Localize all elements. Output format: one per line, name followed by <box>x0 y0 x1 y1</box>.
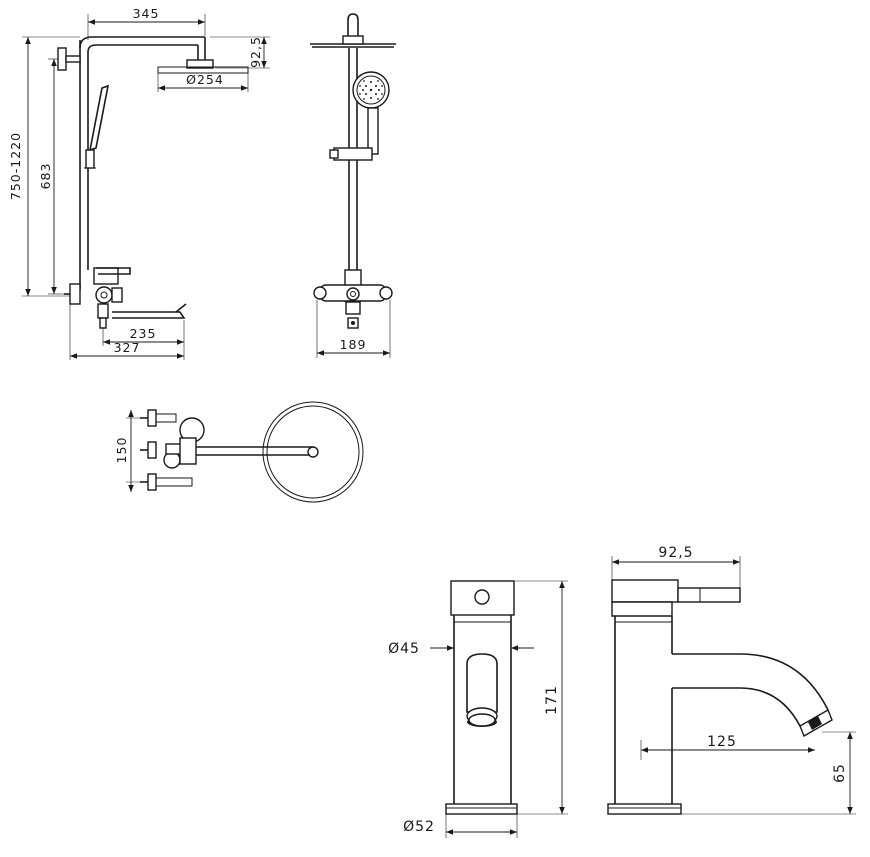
dim-spout-reach-basin: 125 <box>640 734 815 760</box>
dim-base-diameter: Ø52 <box>403 814 518 838</box>
dim-rail-height: 683 <box>38 58 64 295</box>
dim-label-52: Ø52 <box>403 819 435 835</box>
dim-label-125: 125 <box>707 734 737 750</box>
dim-label-345: 345 <box>133 6 160 21</box>
dim-faucet-height: 171 <box>514 580 568 815</box>
dim-label-327: 327 <box>114 340 141 355</box>
basin-faucet-front-view <box>445 580 518 815</box>
dim-shower-arm-width: 345 <box>87 6 206 40</box>
dim-label-92-5-lever: 92,5 <box>658 545 693 561</box>
dim-wall-spacing: 150 <box>114 410 148 492</box>
dim-head-diameter: Ø254 <box>157 72 249 92</box>
dim-label-683: 683 <box>38 163 53 190</box>
shower-front-view <box>310 13 396 329</box>
dim-total-depth: 327 <box>69 304 184 360</box>
dim-front-width: 189 <box>316 300 391 358</box>
dim-label-65: 65 <box>832 763 848 783</box>
dim-lever-length: 92,5 <box>611 545 741 588</box>
dim-pipe-diameter: Ø45 <box>388 641 534 657</box>
nozzle-dots <box>359 80 383 100</box>
dim-spout-reach: 235 <box>102 320 185 360</box>
dim-spout-height: 65 <box>681 731 856 815</box>
dim-label-254: Ø254 <box>186 72 224 87</box>
dim-label-189: 189 <box>340 337 367 352</box>
dim-label-235: 235 <box>130 326 157 341</box>
dim-label-171: 171 <box>544 685 560 715</box>
dim-label-150: 150 <box>114 437 129 464</box>
dim-head-drop: 92,5 <box>210 36 270 69</box>
shower-top-view <box>140 401 364 503</box>
basin-faucet-side-view <box>607 579 833 815</box>
dim-label-45: Ø45 <box>388 641 420 657</box>
dim-total-height: 750-1220 <box>8 36 80 297</box>
shower-side-view <box>57 36 249 329</box>
dim-label-92-5-top: 92,5 <box>248 36 263 68</box>
dim-label-750-1220: 750-1220 <box>8 132 23 200</box>
